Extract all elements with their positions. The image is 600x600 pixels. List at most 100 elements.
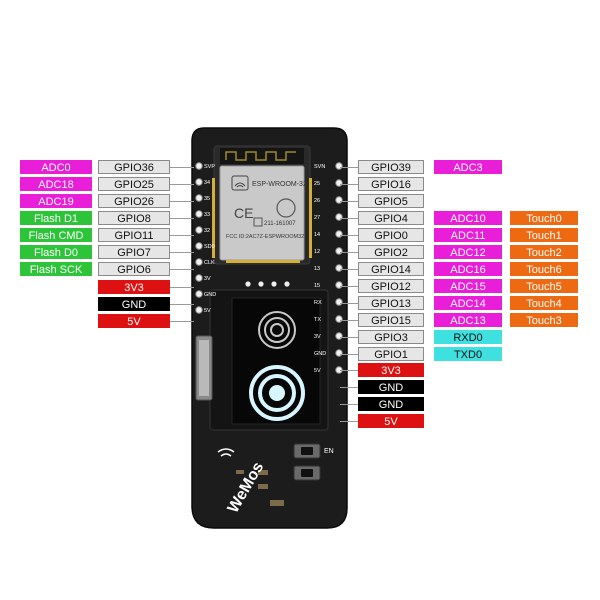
pin-silkscreen-label: 33 <box>204 212 210 218</box>
left-gpio-label: GPIO25 <box>98 177 170 191</box>
touch-pad-small-icon <box>258 311 296 349</box>
cert-box <box>253 217 263 227</box>
pin-silkscreen-label: GND <box>204 292 216 298</box>
module-name-text: ESP-WROOM-32 <box>252 181 307 188</box>
right-pin-link <box>340 252 358 253</box>
pin-silkscreen-label: 12 <box>314 249 320 255</box>
left-gpio-label: GPIO26 <box>98 194 170 208</box>
right-power-label: GND <box>358 380 424 394</box>
wifi-arcs-icon <box>217 448 235 457</box>
pin-silkscreen-label: GND <box>314 351 326 357</box>
smd-components <box>236 470 284 506</box>
left-pin-link <box>170 184 194 185</box>
left-pin-link <box>170 321 194 322</box>
header-pin <box>335 230 343 238</box>
left-pin-link <box>170 252 194 253</box>
boot-button[interactable] <box>293 465 321 481</box>
left-func-label: Flash D0 <box>20 245 92 259</box>
right-gpio-label: GPIO39 <box>358 160 424 174</box>
left-pin-link <box>170 235 194 236</box>
right-pin-link <box>340 387 358 388</box>
left-pin-link <box>170 304 194 305</box>
header-pin <box>195 274 203 282</box>
right-adc-label: ADC13 <box>434 313 502 327</box>
right-touch-label: Touch3 <box>510 313 578 327</box>
right-gpio-label: GPIO13 <box>358 296 424 310</box>
right-power-label: GND <box>358 397 424 411</box>
en-button-label: EN <box>324 448 334 455</box>
header-pin <box>195 178 203 186</box>
right-pin-link <box>340 235 358 236</box>
pin-silkscreen-label: 15 <box>314 283 320 289</box>
left-pin-link <box>170 269 194 270</box>
header-pin <box>335 247 343 255</box>
fcc-id-text: FCC ID:2AC7Z-ESPWROOM32 <box>226 234 304 240</box>
header-pin <box>335 366 343 374</box>
header-pin <box>335 315 343 323</box>
right-gpio-label: GPIO15 <box>358 313 424 327</box>
right-gpio-label: GPIO14 <box>358 262 424 276</box>
right-gpio-label: GPIO2 <box>358 245 424 259</box>
right-gpio-label: GPIO12 <box>358 279 424 293</box>
header-pin <box>335 349 343 357</box>
pin-silkscreen-label: 27 <box>314 215 320 221</box>
pin-silkscreen-label: CLK <box>204 260 215 266</box>
pin-silkscreen-label: 14 <box>314 232 320 238</box>
ce-mark-icon: CE <box>234 205 253 221</box>
left-power-label: 5V <box>98 314 170 328</box>
right-adc-label: ADC15 <box>434 279 502 293</box>
right-pin-link <box>340 269 358 270</box>
en-button[interactable] <box>293 443 321 459</box>
left-func-label: Flash CMD <box>20 228 92 242</box>
right-pin-link <box>340 184 358 185</box>
pin-silkscreen-label: 34 <box>204 180 210 186</box>
header-pin <box>335 281 343 289</box>
right-pin-link <box>340 320 358 321</box>
pin-silkscreen-label: RX <box>314 300 322 306</box>
pin-silkscreen-label: SD0 <box>204 244 215 250</box>
right-adc-label: ADC14 <box>434 296 502 310</box>
right-pin-link <box>340 303 358 304</box>
left-pin-link <box>170 201 194 202</box>
right-pin-link <box>340 421 358 422</box>
right-touch-label: Touch6 <box>510 262 578 276</box>
antenna-trace <box>225 151 296 161</box>
header-pin <box>335 332 343 340</box>
right-pin-link <box>340 286 358 287</box>
header-pin <box>195 226 203 234</box>
left-gpio-label: GPIO11 <box>98 228 170 242</box>
right-pin-link <box>340 337 358 338</box>
right-uart-label: RXD0 <box>434 330 502 344</box>
right-adc-label: ADC11 <box>434 228 502 242</box>
right-pin-link <box>340 167 358 168</box>
pin-silkscreen-label: 25 <box>314 181 320 187</box>
battery-connector-inner <box>199 340 209 396</box>
right-touch-label: Touch5 <box>510 279 578 293</box>
header-pin <box>195 162 203 170</box>
right-pin-link <box>340 370 358 371</box>
touch-pad-large-icon <box>249 365 305 421</box>
right-adc-label: ADC10 <box>434 211 502 225</box>
right-pin-link <box>340 354 358 355</box>
header-pin <box>335 264 343 272</box>
pin-silkscreen-label: 35 <box>204 196 210 202</box>
pin-silkscreen-label: 5V <box>204 308 211 314</box>
left-pin-link <box>170 218 194 219</box>
header-pin <box>335 196 343 204</box>
pin-silkscreen-label: 5V <box>314 368 321 374</box>
right-touch-label: Touch2 <box>510 245 578 259</box>
left-func-label: ADC0 <box>20 160 92 174</box>
left-pin-link <box>170 287 194 288</box>
header-pin <box>195 290 203 298</box>
left-header-pins <box>195 162 203 314</box>
oled-panel <box>231 297 321 425</box>
pin-silkscreen-label: 3V <box>204 276 211 282</box>
header-pin <box>195 306 203 314</box>
right-gpio-label: GPIO16 <box>358 177 424 191</box>
right-gpio-label: GPIO0 <box>358 228 424 242</box>
header-pin <box>335 179 343 187</box>
right-power-label: 5V <box>358 414 424 428</box>
left-func-label: Flash D1 <box>20 211 92 225</box>
left-power-label: 3V3 <box>98 280 170 294</box>
